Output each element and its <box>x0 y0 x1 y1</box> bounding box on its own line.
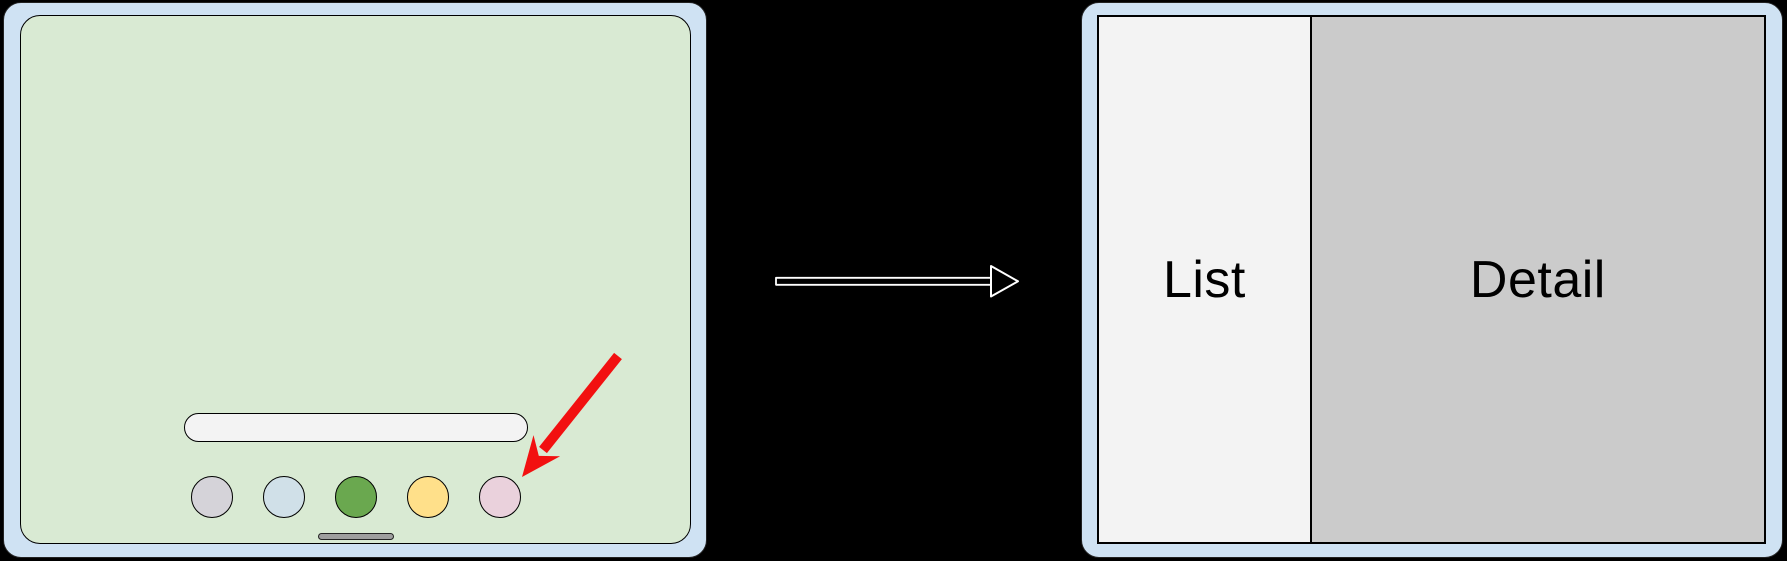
detail-pane-label: Detail <box>1469 250 1606 309</box>
app-icon-gray <box>190 476 233 518</box>
search-bar <box>183 413 528 442</box>
home-indicator <box>317 533 394 540</box>
phone-home-screen <box>20 15 691 544</box>
app-icon-blue <box>262 476 305 518</box>
list-detail-layout: List Detail <box>1097 15 1766 544</box>
list-pane: List <box>1099 17 1312 542</box>
detail-pane: Detail <box>1311 17 1764 542</box>
expanded-tablet-frame: List Detail <box>1081 2 1783 558</box>
compact-phone-frame <box>3 2 707 558</box>
transition-arrow-icon <box>775 265 1019 298</box>
app-icon-yellow <box>406 476 449 518</box>
app-icon-green <box>334 476 377 518</box>
dock <box>21 476 690 518</box>
list-pane-label: List <box>1162 250 1246 309</box>
app-icon-pink <box>478 476 521 518</box>
